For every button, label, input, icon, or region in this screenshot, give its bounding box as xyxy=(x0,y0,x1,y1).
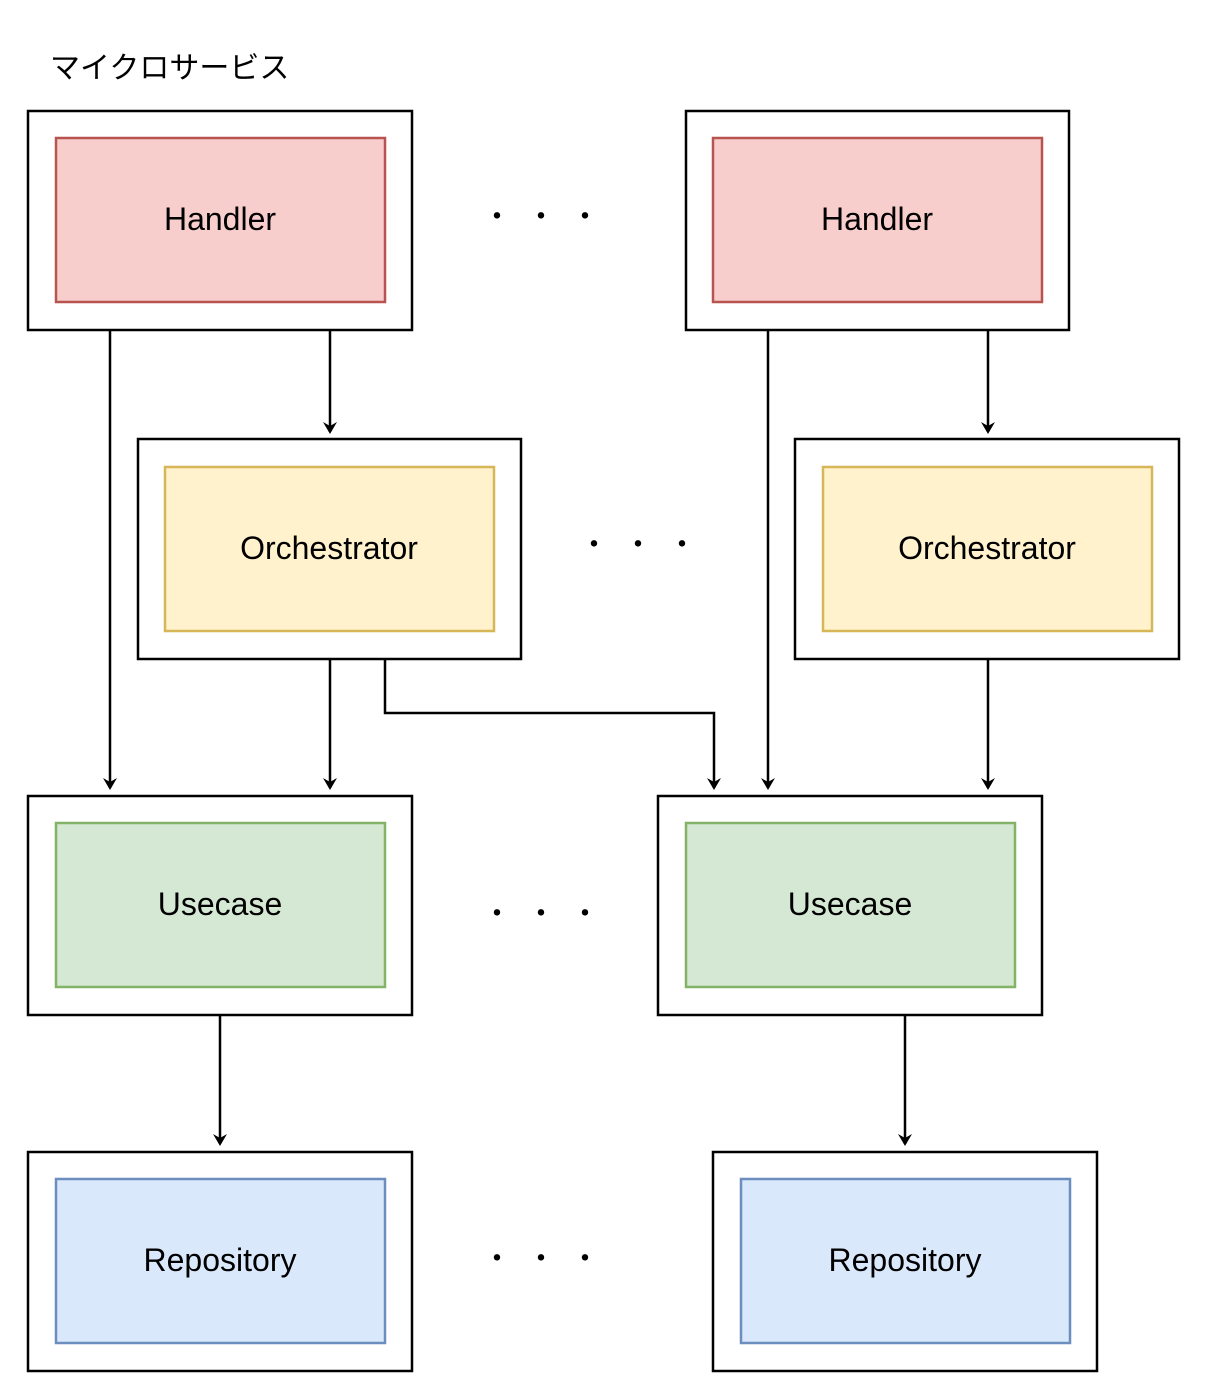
repository-label-left: Repository xyxy=(144,1242,297,1278)
ellipsis-orchestrator: ・・・ xyxy=(579,528,711,563)
ellipsis-usecase: ・・・ xyxy=(482,897,614,932)
usecase-label-left: Usecase xyxy=(158,886,283,922)
repository-label-right: Repository xyxy=(829,1242,982,1278)
handler-label-right: Handler xyxy=(821,201,933,237)
repository-node-right: Repository xyxy=(711,1150,1099,1373)
ellipsis-repository: ・・・ xyxy=(482,1242,614,1277)
orchestrator-box-right xyxy=(821,465,1154,633)
ellipsis-handler: ・・・ xyxy=(482,200,614,235)
handler-box-left xyxy=(54,136,387,304)
edges xyxy=(103,330,995,1146)
orchestrator-node-left: Orchestrator xyxy=(136,437,523,661)
repository-box-right xyxy=(739,1177,1072,1345)
orchestrator-node-right: Orchestrator xyxy=(793,437,1181,661)
repository-box-left xyxy=(54,1177,387,1345)
diagram-title: マイクロサービス xyxy=(50,51,289,86)
usecase-box-left xyxy=(54,821,387,989)
handler-box-right xyxy=(711,136,1044,304)
usecase-label-right: Usecase xyxy=(788,886,913,922)
edge-orchestrator-to-usecase-right xyxy=(383,659,721,790)
usecase-box-right xyxy=(684,821,1017,989)
usecase-node-right: Usecase xyxy=(656,794,1044,1017)
usecase-node-left: Usecase xyxy=(26,794,414,1017)
orchestrator-label-left: Orchestrator xyxy=(240,530,418,566)
handler-label-left: Handler xyxy=(164,201,276,237)
orchestrator-box-left xyxy=(163,465,496,633)
handler-node-left: Handler xyxy=(26,109,414,332)
repository-node-left: Repository xyxy=(26,1150,414,1373)
handler-node-right: Handler xyxy=(684,109,1071,332)
orchestrator-label-right: Orchestrator xyxy=(898,530,1076,566)
